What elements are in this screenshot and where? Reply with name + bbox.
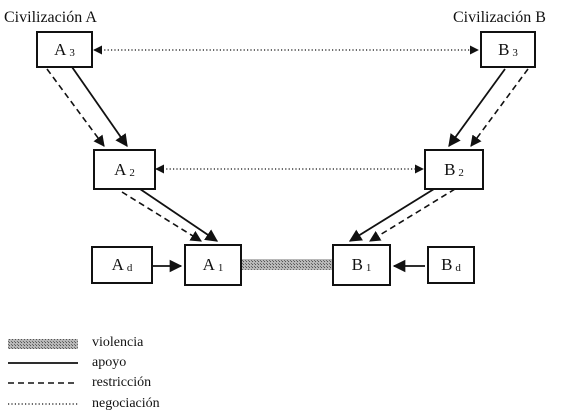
node-b2-index: 2 xyxy=(458,166,464,179)
legend-item-restriccion: restricción xyxy=(8,375,208,393)
node-bd-index: d xyxy=(455,262,461,274)
legend-label-apoyo: apoyo xyxy=(92,355,127,370)
node-b1-letter: B xyxy=(351,255,363,274)
restriction-b3-b2 xyxy=(470,68,529,147)
node-a2-letter: A xyxy=(114,159,127,179)
node-a2-index: 2 xyxy=(129,166,135,179)
restriction-a3-a2 xyxy=(46,68,105,147)
node-a1-index: 1 xyxy=(217,262,224,274)
node-a3-index: 3 xyxy=(69,46,75,59)
support-b3-b2 xyxy=(448,68,506,148)
node-ad-letter: A xyxy=(111,255,124,274)
legend-item-negociacion: negociación xyxy=(8,396,208,414)
support-b2-b1 xyxy=(348,188,435,242)
node-ad-index: d xyxy=(126,262,133,274)
restriction-a2-a1 xyxy=(121,191,202,242)
node-a1-letter: A xyxy=(202,255,215,274)
legend-item-violencia: violencia xyxy=(8,335,208,353)
legend-label-restriccion: restricción xyxy=(92,375,152,390)
node-b3-letter: B xyxy=(498,39,510,59)
support-a2-a1 xyxy=(139,188,219,242)
node-a3-letter: A xyxy=(54,39,67,59)
legend-label-negociacion: negociación xyxy=(92,396,160,411)
support-a3-a2 xyxy=(71,66,128,148)
node-bd-letter: B xyxy=(441,255,453,274)
node-b3-index: 3 xyxy=(512,46,518,59)
legend-swatch-violencia xyxy=(8,339,78,349)
violence-link-a1-b1 xyxy=(242,259,332,270)
civilization-b-title: Civilización B xyxy=(453,9,546,26)
node-b1-index: 1 xyxy=(365,262,372,274)
restriction-b2-b1 xyxy=(369,188,456,242)
legend-item-apoyo: apoyo xyxy=(8,355,208,373)
civilization-a-title: Civilización A xyxy=(4,9,97,26)
legend-label-violencia: violencia xyxy=(92,335,144,350)
node-b2-letter: B xyxy=(444,159,456,179)
